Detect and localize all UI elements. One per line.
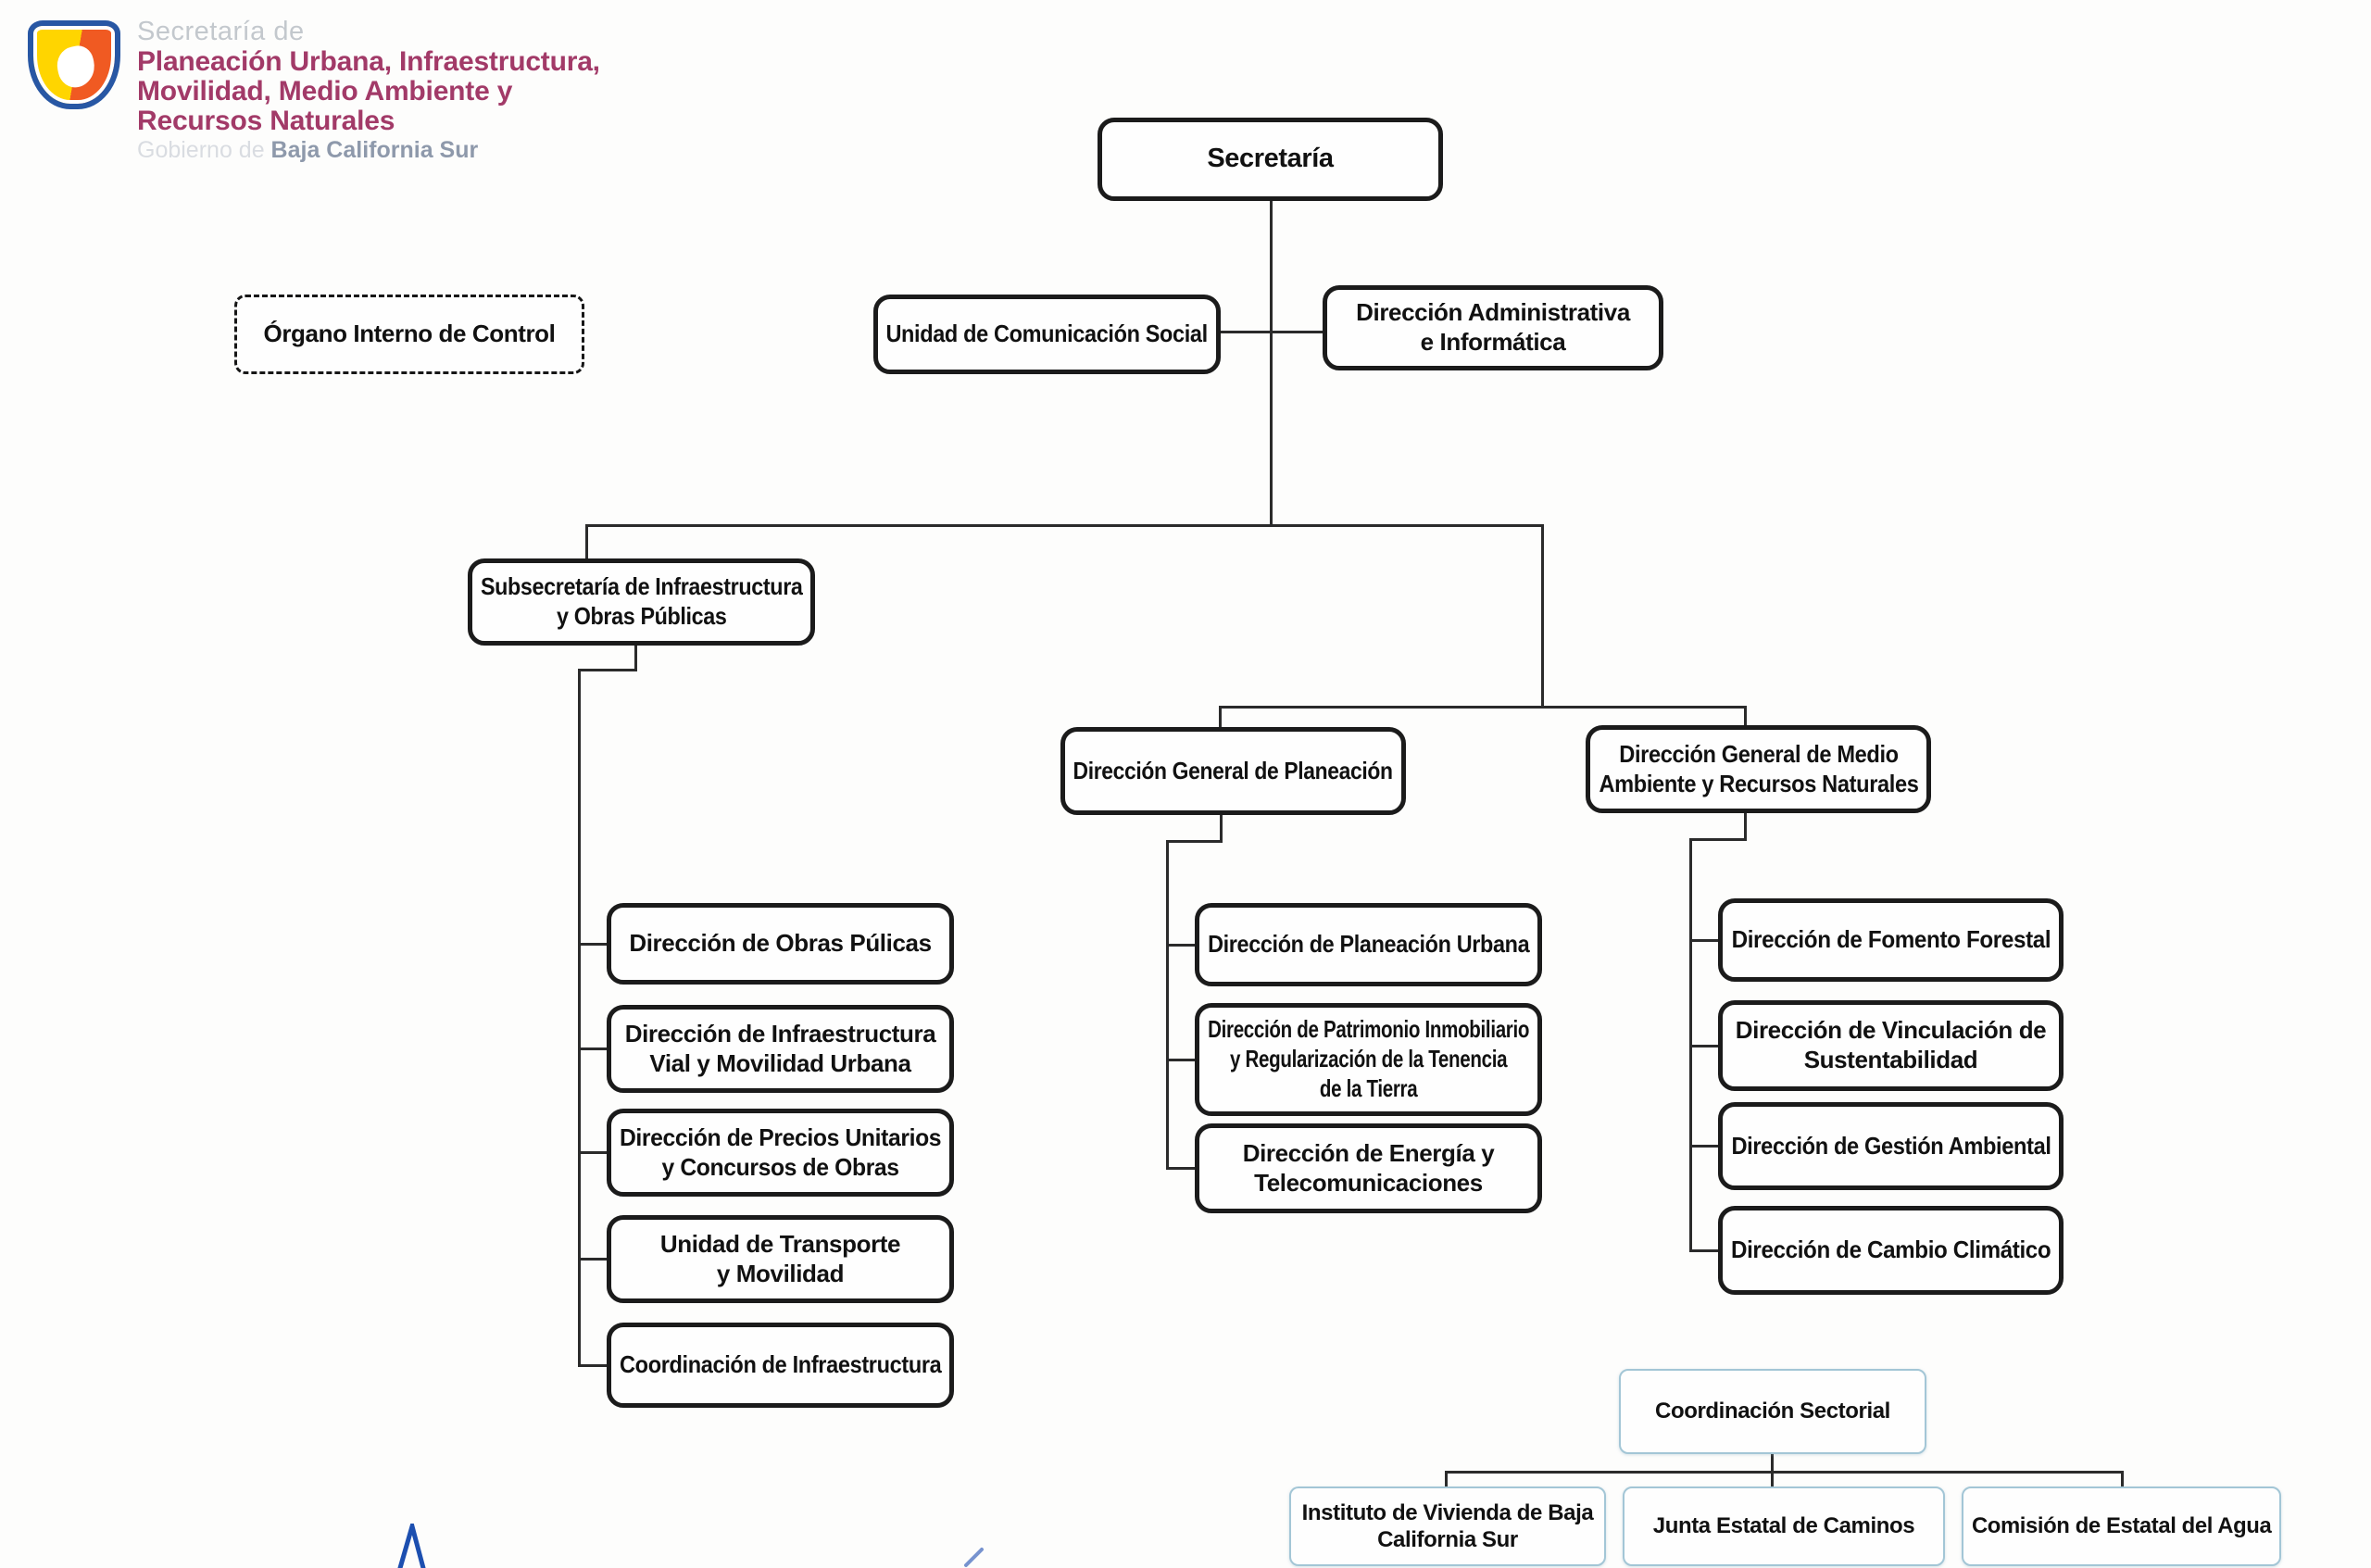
org-node-unidad-comunicacion-social: Unidad de Comunicación Social [873,295,1221,374]
connector-plan-elbow-h [1166,840,1223,843]
org-node-organo-interno-de-control: Órgano Interno de Control [234,295,584,374]
org-node-direccion-general-planeacion: Dirección General de Planeación [1060,727,1406,815]
connector-drop-caminos [1771,1471,1774,1488]
connector-bracket-dg [1219,706,1747,709]
org-node-label: Dirección de Fomento Forestal [1731,925,2051,954]
org-node-instituto-vivienda-bcs: Instituto de Vivienda de Baja California… [1289,1486,1606,1566]
connector-stub-obras [578,943,607,946]
connector-stub-administrativa [1273,331,1323,333]
connector-stub-precios [578,1151,607,1154]
org-node-junta-estatal-caminos: Junta Estatal de Caminos [1623,1486,1945,1566]
org-node-label: Dirección de Patrimonio Inmobiliario y R… [1208,1015,1530,1102]
org-node-secretaria: Secretaría [1098,118,1443,201]
org-node-label: Dirección General de Medio Ambiente y Re… [1598,739,1919,797]
header-agency-name-line3: Recursos Naturales [137,106,395,136]
connector-stub-coordinfra [578,1364,607,1367]
connector-stub-gestion [1689,1145,1718,1148]
org-node-subsecretaria-infraestructura-obras-publicas: Subsecretaría de Infraestructura y Obras… [468,558,815,646]
org-node-direccion-infraestructura-vial: Dirección de Infraestructura Vial y Movi… [607,1005,954,1093]
connector-stub-forestal [1689,939,1718,942]
org-node-label: Secretaría [1207,144,1334,174]
connector-secretaria-down [1270,201,1273,526]
connector-stub-cambio [1689,1249,1718,1252]
header-agency-name-line1: Planeación Urbana, Infraestructura, [137,46,600,77]
org-node-label: Subsecretaría de Infraestructura y Obras… [480,572,803,630]
org-node-comision-estatal-agua: Comisión de Estatal del Agua [1962,1486,2281,1566]
org-node-label: Junta Estatal de Caminos [1652,1513,1915,1539]
connector-medio-elbow-v [1744,813,1747,840]
connector-stub-vial [578,1047,607,1050]
org-node-unidad-transporte-movilidad: Unidad de Transporte y Movilidad [607,1215,954,1303]
org-node-direccion-vinculacion-sustentabilidad: Dirección de Vinculación de Sustentabili… [1718,1000,2064,1091]
org-node-direccion-administrativa-informatica: Dirección Administrativa e Informática [1323,285,1663,370]
org-node-direccion-fomento-forestal: Dirección de Fomento Forestal [1718,898,2064,982]
connector-stub-patrimonio [1166,1059,1195,1061]
connector-plan-elbow-v [1220,815,1223,842]
org-node-label: Instituto de Vivienda de Baja California… [1301,1499,1594,1552]
connector-drop-vivienda [1445,1471,1448,1488]
org-node-label: Dirección de Precios Unitarios y Concurs… [619,1123,942,1181]
connector-medio-elbow-h [1689,838,1747,841]
header-government-line: Gobierno de Baja California Sur [137,137,478,164]
org-node-direccion-precios-unitarios: Dirección de Precios Unitarios y Concurs… [607,1109,954,1197]
connector-plan-trunk [1166,840,1169,1170]
org-node-label: Órgano Interno de Control [263,320,556,348]
org-node-direccion-gestion-ambiental: Dirección de Gestión Ambiental [1718,1102,2064,1190]
org-node-label: Dirección de Vinculación de Sustentabili… [1735,1016,2047,1073]
org-node-label: Dirección Administrativa e Informática [1356,298,1630,356]
org-node-label: Dirección de Cambio Climático [1730,1236,2051,1264]
org-node-label: Dirección de Infraestructura Vial y Movi… [624,1019,936,1077]
org-node-label: Dirección de Planeación Urbana [1207,930,1530,959]
connector-sector-horizontal [1445,1471,2123,1474]
connector-stub-transporte [578,1258,607,1261]
connector-drop-right-branch [1541,524,1544,709]
org-node-label: Dirección de Gestión Ambiental [1730,1131,2051,1160]
org-node-label: Comisión de Estatal del Agua [1971,1513,2272,1539]
org-node-direccion-energia-telecomunicaciones: Dirección de Energía y Telecomunicacione… [1195,1123,1542,1213]
org-node-direccion-general-medio-ambiente: Dirección General de Medio Ambiente y Re… [1586,725,1931,813]
connector-sub-trunk [578,669,581,1367]
connector-main-horizontal [585,524,1544,527]
connector-stub-energia [1166,1167,1195,1170]
connector-sub-elbow-v [634,646,637,671]
org-node-direccion-obras-publicas: Dirección de Obras Púlicas [607,903,954,985]
org-node-label: Unidad de Transporte y Movilidad [659,1229,901,1287]
shield-icon [28,20,120,109]
ink-mark-left [397,1524,426,1568]
state-shield-logo [28,20,120,109]
ink-mark-right [964,1548,984,1567]
connector-stub-planurbana [1166,944,1195,947]
org-node-direccion-planeacion-urbana: Dirección de Planeación Urbana [1195,903,1542,986]
shield-inner-silhouette [54,43,99,91]
org-node-label: Unidad de Comunicación Social [885,320,1209,348]
org-node-label: Dirección General de Planeación [1073,756,1394,784]
header-agency-name-line2: Movilidad, Medio Ambiente y [137,76,513,107]
connector-coordsect-down [1771,1454,1774,1473]
org-node-label: Coordinación de Infraestructura [619,1350,942,1379]
connector-sub-elbow-h [578,669,637,671]
connector-drop-subsecretaria [585,524,588,561]
connector-stub-comunicacion [1221,331,1270,333]
connector-drop-agua [2121,1471,2124,1488]
header-state-name: Baja California Sur [270,137,479,163]
org-node-label: Dirección de Obras Púlicas [629,929,932,958]
org-node-label: Dirección de Energía y Telecomunicacione… [1242,1138,1495,1197]
header-gobierno-de: Gobierno de [137,137,271,163]
org-node-direccion-patrimonio-inmobiliario: Dirección de Patrimonio Inmobiliario y R… [1195,1003,1542,1116]
header-secretaria-de: Secretaría de [137,17,305,46]
org-node-coordinacion-sectorial: Coordinación Sectorial [1619,1369,1926,1454]
connector-drop-dg-medio [1744,706,1747,728]
org-node-label: Coordinación Sectorial [1655,1399,1890,1424]
org-node-direccion-cambio-climatico: Dirección de Cambio Climático [1718,1206,2064,1295]
connector-drop-dg-planeacion [1219,706,1222,730]
connector-stub-vinculacion [1689,1045,1718,1047]
org-node-coordinacion-infraestructura: Coordinación de Infraestructura [607,1323,954,1408]
